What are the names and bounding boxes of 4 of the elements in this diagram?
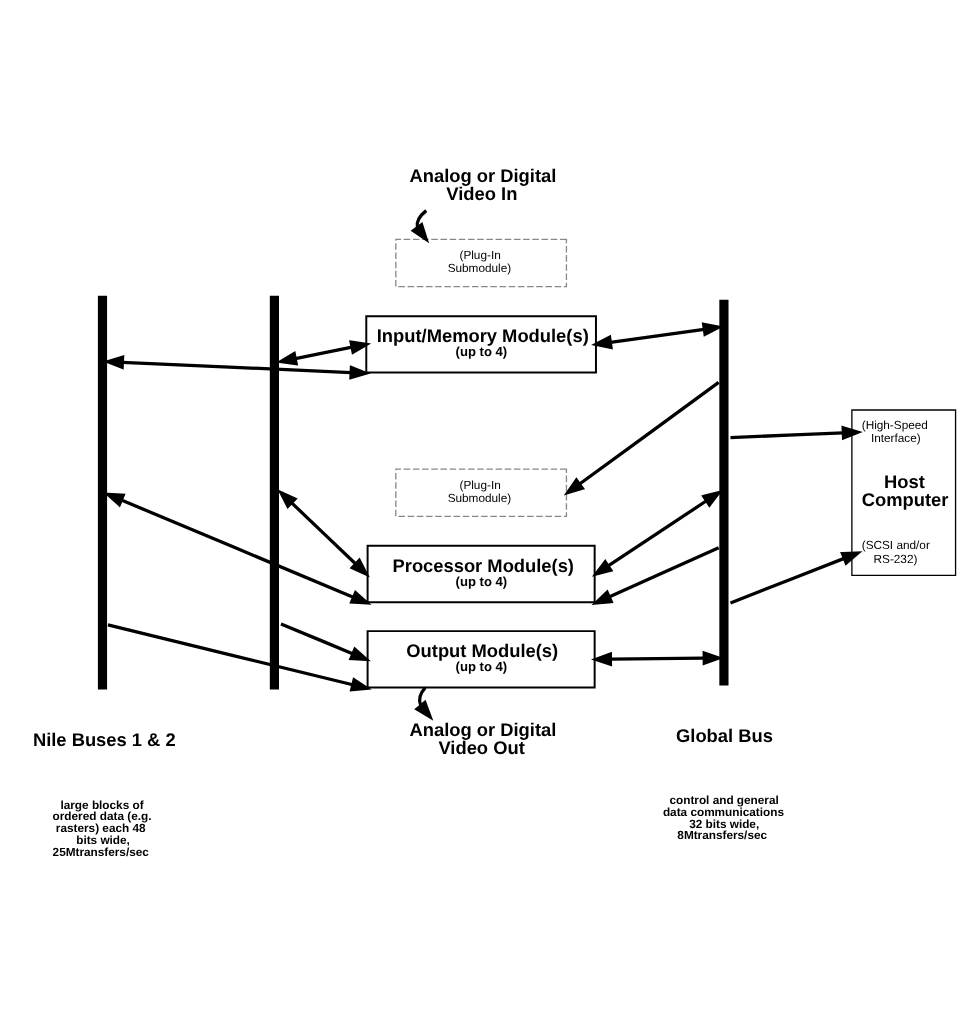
node-text: Analog or Digital Video In — [409, 164, 557, 204]
node-text: Analog or Digital Video Out — [409, 718, 557, 758]
label: Nile Buses 1 & 2 — [32, 728, 176, 749]
label: Global Bus — [676, 724, 773, 745]
